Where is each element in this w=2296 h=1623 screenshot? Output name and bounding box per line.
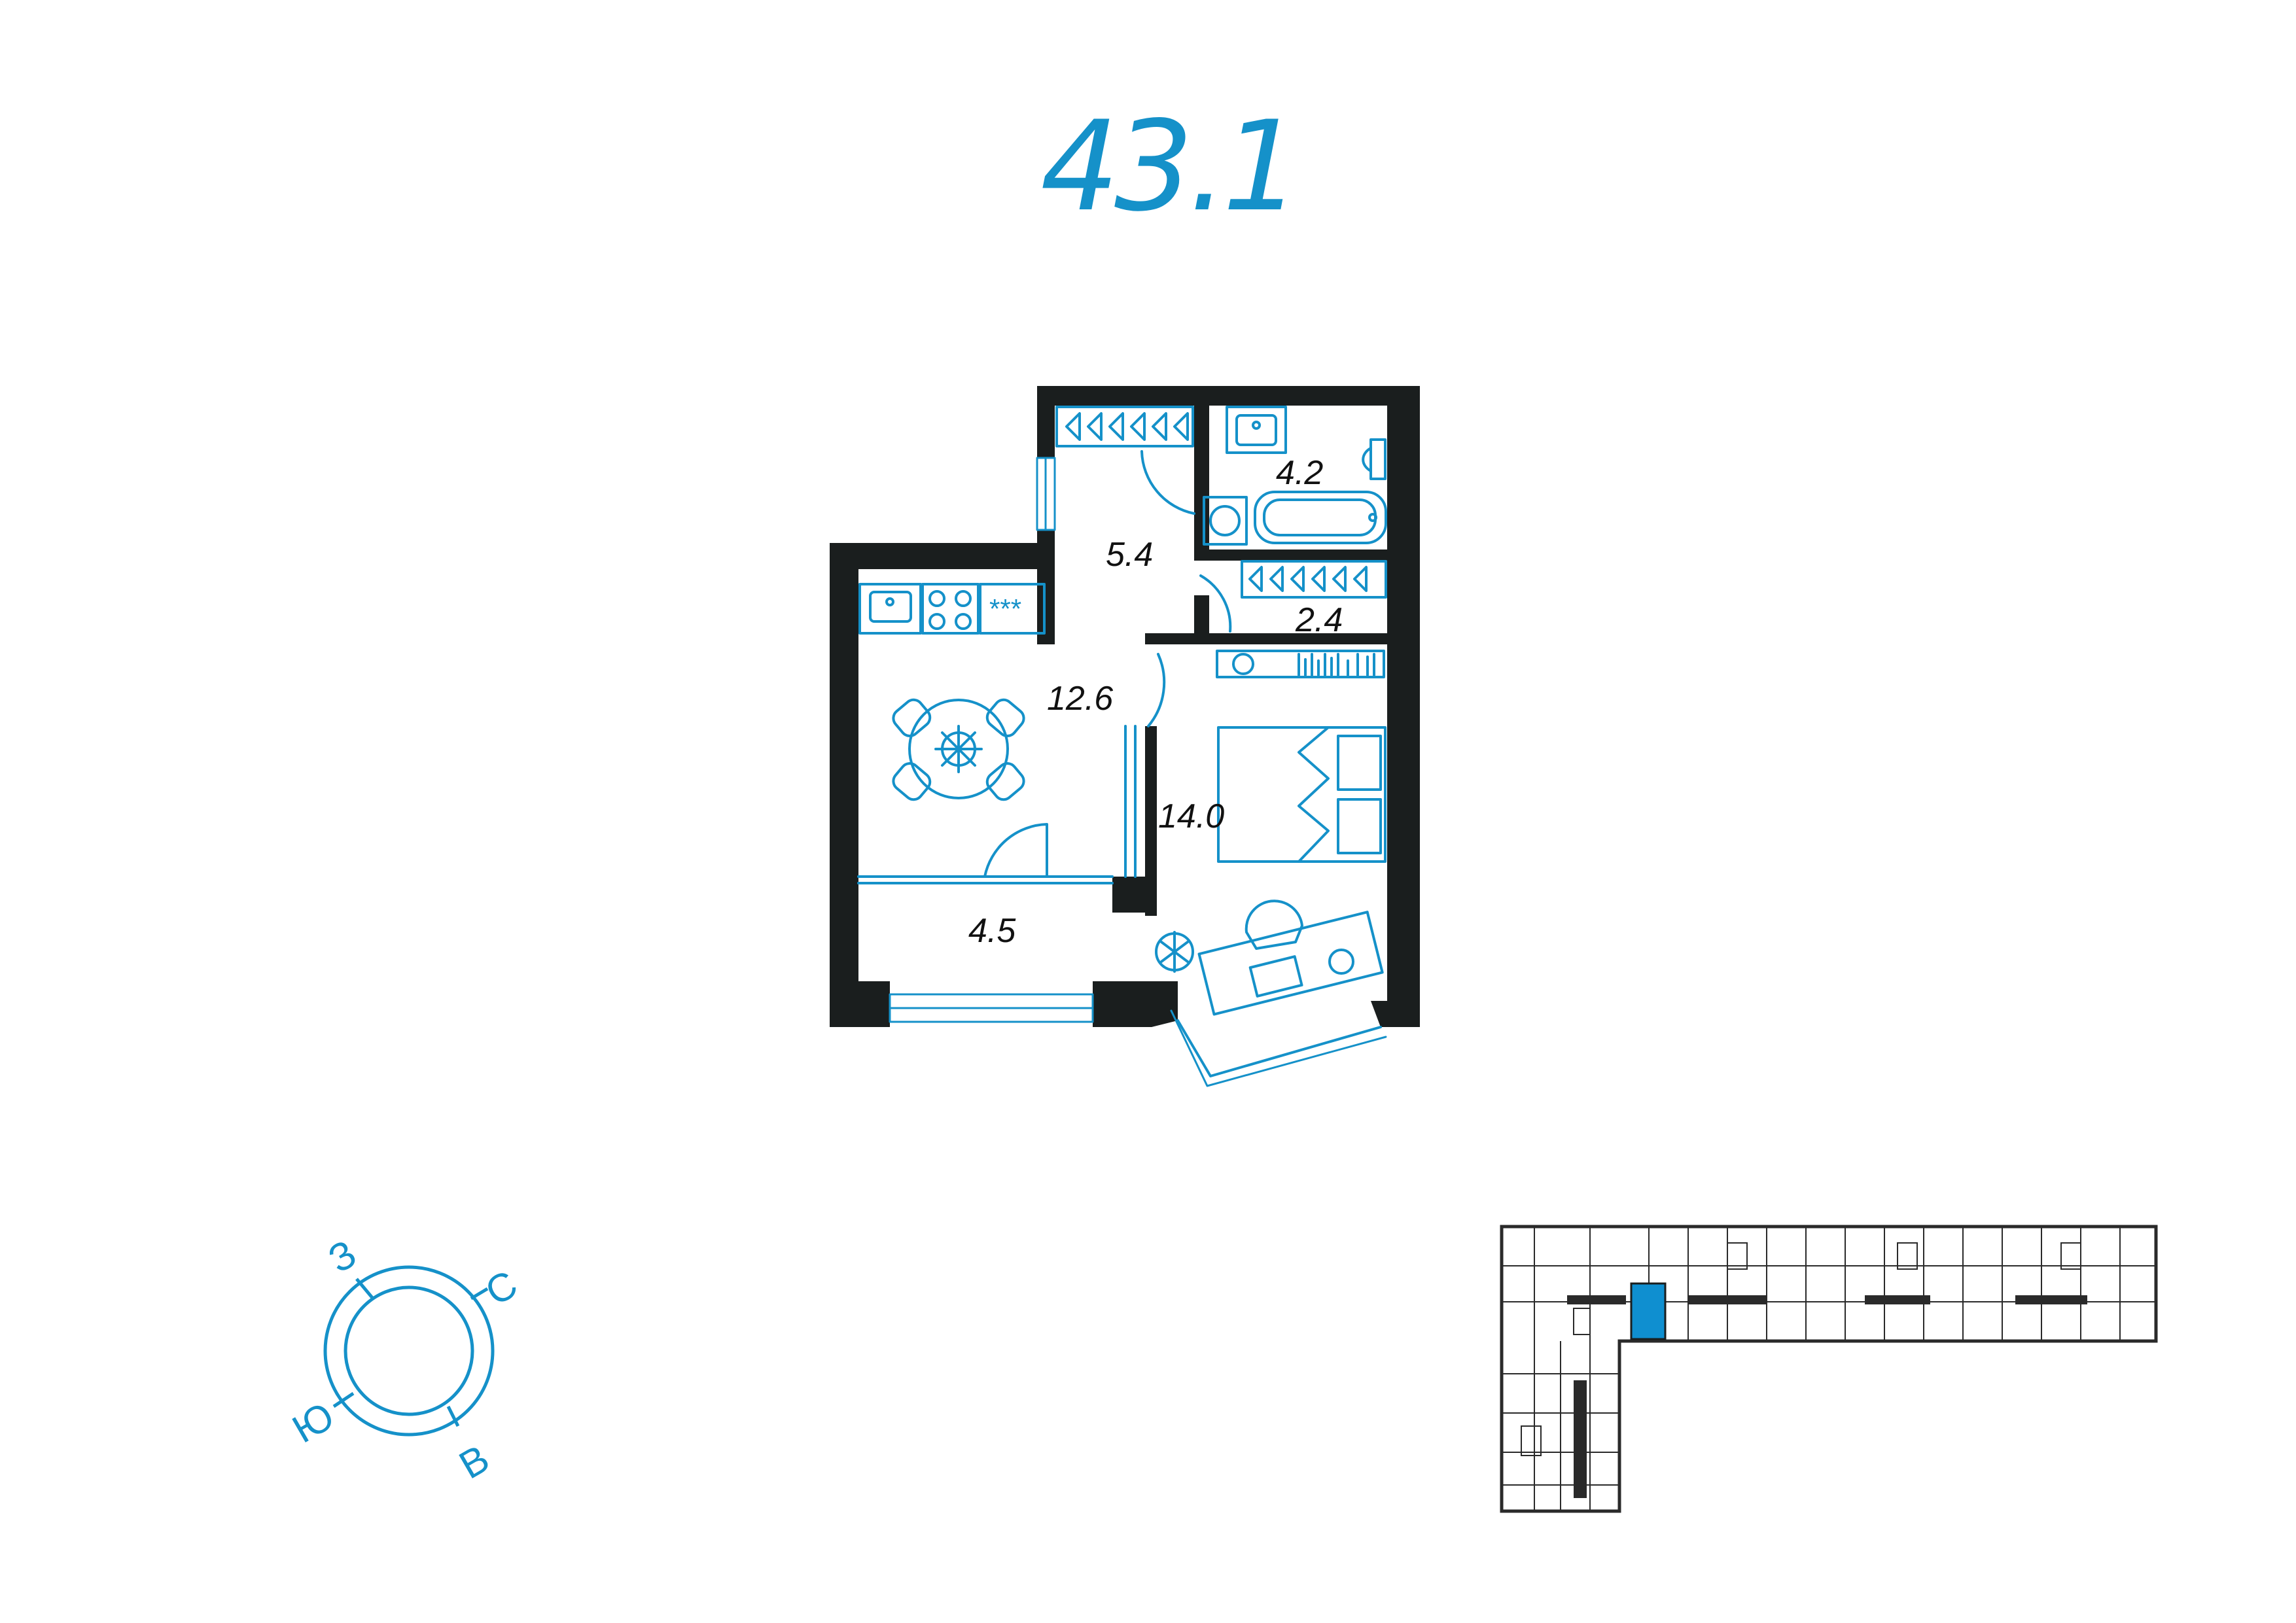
doors <box>983 450 1232 878</box>
storage-shelves <box>1241 560 1387 599</box>
room-area-balcony: 4.5 <box>968 912 1016 950</box>
room-area-bathroom: 4.2 <box>1276 454 1323 492</box>
svg-text:***: *** <box>989 593 1021 624</box>
partitions <box>857 725 1137 884</box>
compass-outer-ring <box>323 1265 495 1437</box>
hall-wardrobe <box>1055 406 1194 447</box>
dining-table <box>892 698 1025 801</box>
compass-south-label: Ю <box>285 1393 342 1451</box>
building-key-plan <box>1500 1225 2158 1513</box>
apartment-location-highlight <box>1630 1282 1667 1340</box>
bathroom-fixtures <box>1203 406 1387 546</box>
compass-inner-ring <box>344 1285 474 1416</box>
compass-east-label: В <box>452 1437 497 1488</box>
compass-west-label: З <box>321 1231 364 1281</box>
compass-north-label: С <box>478 1262 525 1314</box>
room-area-storage: 2.4 <box>1295 601 1343 639</box>
windows <box>889 457 1387 1087</box>
bedroom-furniture <box>1155 650 1386 1016</box>
room-area-bedroom: 14.0 <box>1158 797 1224 835</box>
apartment-walls <box>830 386 1420 1027</box>
kitchen-units: *** <box>858 583 1046 635</box>
room-area-kitchen-living: 12.6 <box>1047 680 1113 718</box>
compass <box>323 1265 495 1437</box>
room-area-hall: 5.4 <box>1106 536 1153 574</box>
